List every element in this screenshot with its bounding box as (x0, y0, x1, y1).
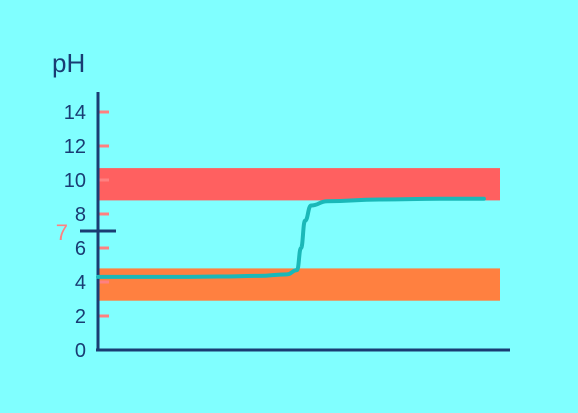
band-0 (98, 168, 500, 201)
y-ticks: 0 2 4 6 8 10 12 14 (64, 102, 109, 362)
bands-layer (98, 168, 500, 301)
y-tick-label: 12 (64, 136, 86, 158)
y-tick-label: 10 (64, 170, 86, 192)
y-tick-label: 2 (75, 306, 86, 328)
y-tick-label: 14 (64, 102, 86, 124)
marker-layer: 7 (56, 220, 116, 245)
series-line-0 (96, 196, 486, 279)
y-tick-label: 4 (75, 272, 86, 294)
band-1 (98, 268, 500, 301)
series-layer (96, 196, 486, 279)
neutral-marker-label: 7 (56, 220, 68, 245)
y-tick-label: 0 (75, 340, 86, 362)
y-tick-label: 6 (75, 238, 86, 260)
y-axis-label: pH (52, 48, 85, 78)
y-tick-label: 8 (75, 204, 86, 226)
